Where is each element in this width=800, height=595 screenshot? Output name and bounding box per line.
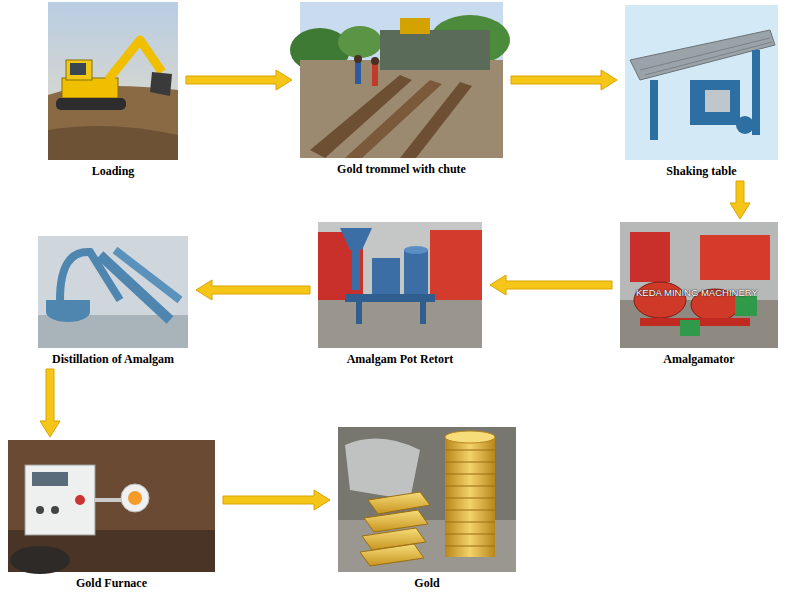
- flow-arrow: [196, 280, 310, 300]
- arrow-shape: [730, 181, 750, 219]
- process-step: Distillation of Amalgam: [38, 236, 188, 367]
- step-caption: Amalgamator: [600, 352, 798, 366]
- watermark: KEDA MINING MACHINERY: [636, 287, 758, 298]
- arrow-shape: [223, 490, 330, 510]
- process-step: Amalgam Pot Retort: [318, 222, 482, 367]
- flow-arrow: [730, 181, 750, 219]
- process-step: Loading: [48, 2, 178, 179]
- step-caption: Gold trommel with chute: [280, 162, 523, 176]
- flow-arrow: [186, 70, 292, 90]
- retort-photo: [318, 222, 482, 348]
- arrow-shape: [196, 280, 310, 300]
- flow-arrow: [490, 275, 612, 295]
- step-caption: Distillation of Amalgam: [18, 352, 208, 366]
- shaking-table-photo: [625, 5, 778, 160]
- process-step: Shaking table: [625, 5, 778, 179]
- gold-photo: [338, 427, 516, 572]
- flow-arrow: [223, 490, 330, 510]
- amalgamator-photo: [620, 222, 778, 348]
- distillation-photo: [38, 236, 188, 348]
- arrow-shape: [186, 70, 292, 90]
- process-step: Gold Furnace: [8, 440, 215, 591]
- process-step: Gold trommel with chute: [300, 2, 503, 177]
- process-step: Gold: [338, 427, 516, 591]
- step-caption: Gold: [318, 576, 536, 590]
- excavator-photo: [48, 2, 178, 160]
- flow-arrow: [40, 369, 60, 437]
- step-caption: Shaking table: [605, 164, 798, 178]
- flow-arrow: [511, 70, 617, 90]
- step-caption: Amalgam Pot Retort: [298, 352, 502, 366]
- furnace-photo: [8, 440, 215, 574]
- arrow-shape: [40, 369, 60, 437]
- step-caption: Loading: [28, 164, 198, 178]
- arrow-shape: [490, 275, 612, 295]
- trommel-photo: [290, 2, 510, 158]
- step-caption: Gold Furnace: [0, 576, 235, 590]
- arrow-shape: [511, 70, 617, 90]
